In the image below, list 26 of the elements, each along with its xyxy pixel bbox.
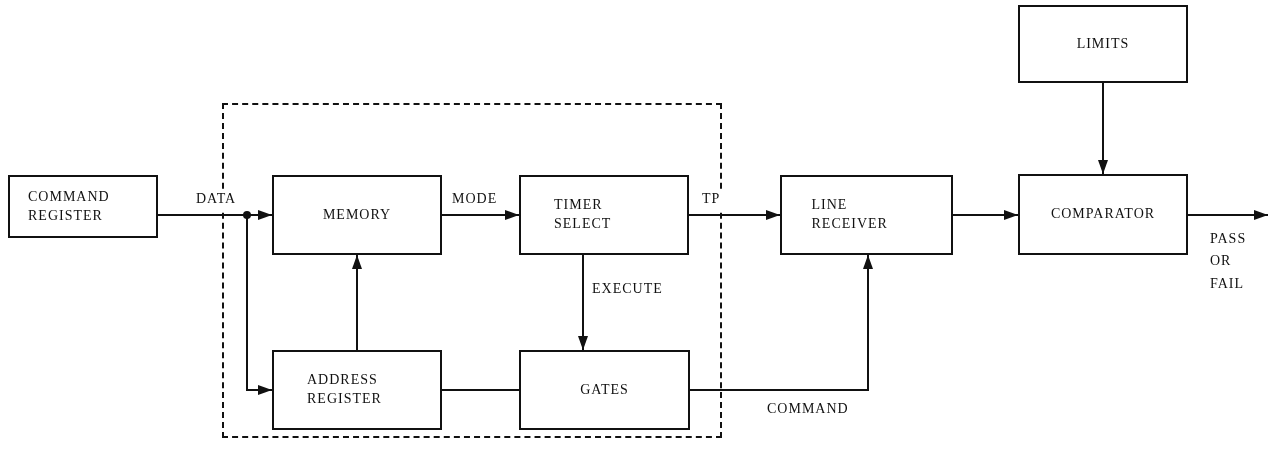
box-label: MEMORY: [322, 205, 392, 224]
box-label: LIMITS: [1076, 34, 1130, 53]
arrow: [441, 210, 520, 220]
arrow: [1098, 82, 1108, 175]
arrow: [352, 254, 362, 351]
box-label: COMMAND REGISTER: [28, 187, 111, 225]
process-box: [1018, 174, 1188, 255]
box-label: TIMER SELECT: [554, 196, 613, 233]
arrow: [157, 214, 273, 395]
process-box: [272, 350, 442, 430]
arrow: [688, 210, 781, 220]
process-box: [8, 175, 158, 238]
process-box: [272, 175, 442, 255]
arrow: [578, 254, 588, 351]
process-box: [519, 350, 690, 430]
box-label: LINE RECEIVER: [811, 196, 889, 233]
box-label: GATES: [580, 380, 629, 399]
arrow: [952, 210, 1019, 220]
box-label: COMPARATOR: [1050, 205, 1156, 224]
arrow: [1187, 210, 1269, 220]
process-box: [1018, 5, 1188, 83]
box-label: ADDRESS REGISTER: [307, 371, 383, 408]
process-box: [519, 175, 689, 255]
edge-label: TP: [700, 190, 723, 209]
process-box: [780, 175, 953, 255]
arrow: [689, 254, 873, 391]
